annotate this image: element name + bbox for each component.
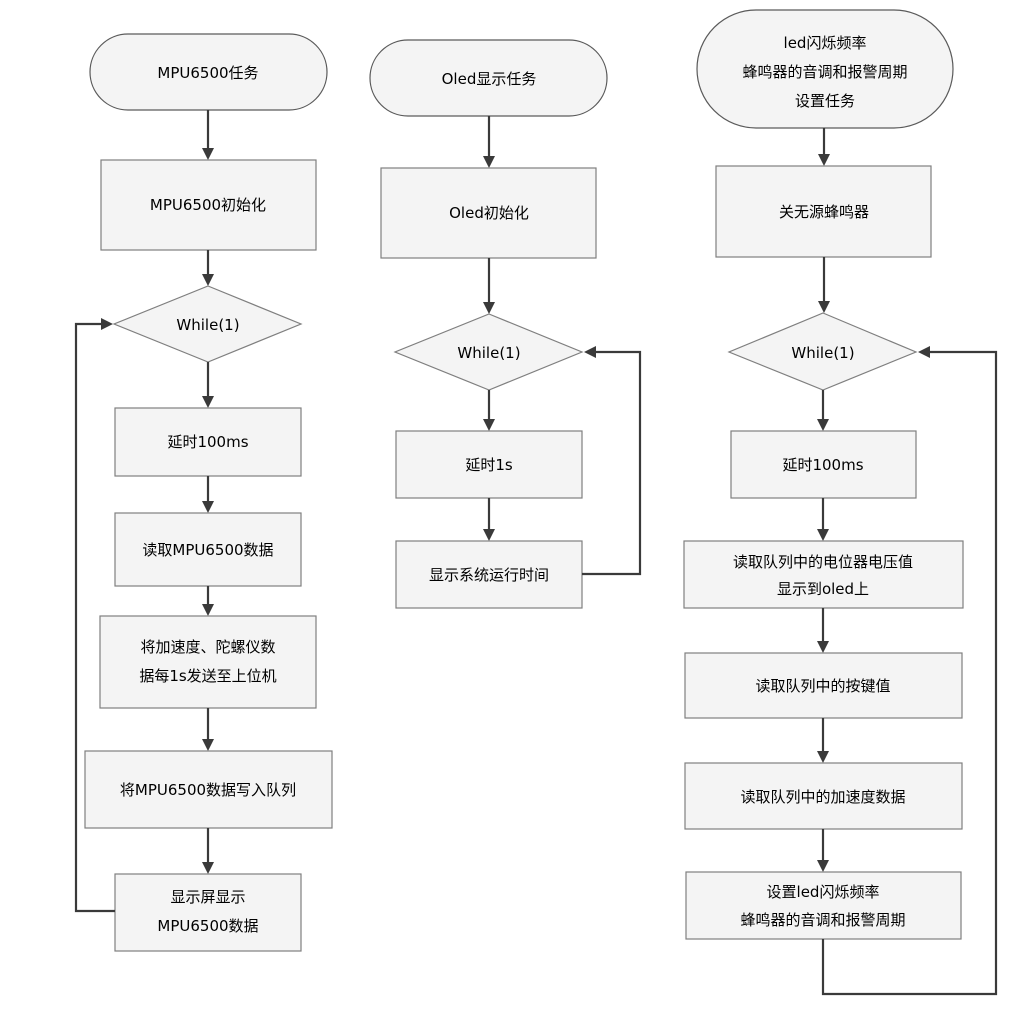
step-oled-init xyxy=(380,167,597,259)
arrow-head xyxy=(483,302,495,314)
column-led-buzzer: led闪烁频率 蜂鸣器的音调和报警周期 设置任务 关无源蜂鸣器 While(1)… xyxy=(683,9,998,996)
step-display-mpu6500-line1: 显示屏显示 xyxy=(170,888,245,906)
arrow-head xyxy=(817,419,829,431)
arrow-head xyxy=(202,148,214,160)
step-send-to-host-line2: 据每1s发送至上位机 xyxy=(139,667,276,685)
decision-while-1-label: While(1) xyxy=(791,344,854,362)
arrow-head xyxy=(817,860,829,872)
step-set-led-buzzer-line2: 蜂鸣器的音调和报警周期 xyxy=(740,911,905,929)
arrow-head xyxy=(817,529,829,541)
step-read-pot-voltage-line2: 显示到oled上 xyxy=(777,580,869,598)
step-read-key-value xyxy=(684,652,963,719)
step-read-pot-voltage xyxy=(683,540,964,609)
step-delay-100ms-label: 延时100ms xyxy=(782,456,863,474)
arrow-head xyxy=(483,156,495,168)
step-buzzer-off-label: 关无源蜂鸣器 xyxy=(779,203,869,221)
arrow-head xyxy=(483,419,495,431)
arrow-head xyxy=(202,501,214,513)
step-read-accel-data-label: 读取队列中的加速度数据 xyxy=(740,788,905,806)
step-read-pot-voltage-line1: 读取队列中的电位器电压值 xyxy=(733,553,913,571)
step-buzzer-off xyxy=(715,165,932,258)
step-show-runtime xyxy=(395,540,583,609)
step-read-mpu6500-data-label: 读取MPU6500数据 xyxy=(142,541,273,559)
arrow-head xyxy=(202,274,214,286)
column-oled: Oled显示任务 Oled初始化 While(1) 延时1s 显示系统运行时间 xyxy=(369,39,642,609)
step-write-queue-label: 将MPU6500数据写入队列 xyxy=(120,781,296,799)
step-set-led-buzzer xyxy=(685,871,962,940)
start-led-buzzer-line3: 设置任务 xyxy=(795,92,855,110)
arrow-head xyxy=(817,751,829,763)
step-delay-100ms xyxy=(730,430,917,499)
loop-back-line xyxy=(821,350,998,996)
step-mpu6500-init xyxy=(100,159,317,251)
start-led-buzzer-line1: led闪烁频率 xyxy=(784,34,867,52)
arrow-head xyxy=(202,604,214,616)
column-mpu6500: MPU6500任务 MPU6500初始化 While(1) 延时100ms 读取… xyxy=(74,33,333,952)
arrow-head xyxy=(584,346,596,358)
start-led-buzzer-line2: 蜂鸣器的音调和报警周期 xyxy=(742,63,907,81)
decision-while-1-label: While(1) xyxy=(457,344,520,362)
start-oled-task-label: Oled显示任务 xyxy=(442,70,537,88)
step-send-to-host-line1: 将加速度、陀螺仪数 xyxy=(140,638,275,656)
loop-back-line xyxy=(74,322,115,913)
start-mpu6500-task-label: MPU6500任务 xyxy=(157,64,258,82)
step-write-queue xyxy=(84,750,333,829)
arrow-head xyxy=(202,862,214,874)
decision-while-1-label: While(1) xyxy=(176,316,239,334)
step-oled-init-label: Oled初始化 xyxy=(449,204,529,222)
arrow-head xyxy=(818,154,830,166)
arrow-head xyxy=(918,346,930,358)
loop-back-line xyxy=(582,350,642,576)
arrow-head xyxy=(817,641,829,653)
step-set-led-buzzer-line1: 设置led闪烁频率 xyxy=(767,883,880,901)
arrow-head xyxy=(202,396,214,408)
step-send-to-host xyxy=(99,615,317,709)
step-delay-1s-label: 延时1s xyxy=(465,456,513,474)
step-delay-100ms-label: 延时100ms xyxy=(167,433,248,451)
step-display-mpu6500 xyxy=(114,873,302,952)
arrow-head xyxy=(818,301,830,313)
step-delay-100ms xyxy=(114,407,302,477)
arrow-head xyxy=(202,739,214,751)
arrow-head xyxy=(483,529,495,541)
step-display-mpu6500-line2: MPU6500数据 xyxy=(157,917,258,935)
step-mpu6500-init-label: MPU6500初始化 xyxy=(150,196,266,214)
step-read-accel-data xyxy=(684,762,963,830)
step-read-key-value-label: 读取队列中的按键值 xyxy=(755,677,890,695)
step-show-runtime-label: 显示系统运行时间 xyxy=(429,566,549,584)
arrow-head xyxy=(101,318,113,330)
